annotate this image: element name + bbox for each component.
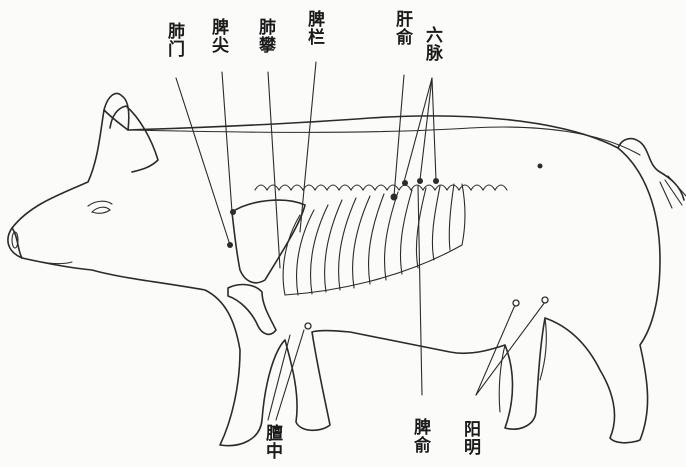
acupoint-liu-mai-2	[417, 178, 423, 184]
label-pi-lan: 脾栏	[304, 10, 324, 46]
acupoint-yang-ming-1	[513, 300, 519, 306]
label-tan-zhong: 膻中	[262, 424, 282, 460]
pig-tail-tuft	[660, 176, 686, 208]
acupoint-pi-jian	[230, 209, 236, 215]
acupoint-liu-mai-3	[433, 178, 439, 184]
acupoint-tan-zhong	[305, 323, 311, 329]
pig-body-outline	[8, 110, 660, 446]
label-fei-men: 肺门	[164, 22, 184, 58]
acupoint-yang-ming-2	[542, 297, 548, 303]
hind-leg-line	[499, 345, 505, 412]
vertebrae	[255, 185, 507, 190]
label-liu-mai: 六脉	[422, 26, 442, 62]
rib-cage	[283, 184, 465, 295]
spine-line	[128, 127, 640, 155]
label-yang-ming: 阳明	[460, 420, 480, 456]
leader-lines	[176, 62, 545, 420]
pig-ear-front	[110, 106, 158, 172]
pig-eyebrow	[88, 201, 112, 206]
acupoint-gan-shu	[391, 194, 398, 201]
pig-eye	[92, 207, 110, 213]
label-pi-shu: 脾俞	[410, 418, 430, 454]
scapula	[232, 200, 305, 283]
pig-tail	[618, 139, 684, 200]
acupoint-fei-men	[227, 242, 233, 248]
label-pi-jian: 脾尖	[208, 18, 228, 54]
body-dot	[538, 164, 543, 169]
label-fei-pan: 肺攀	[255, 18, 275, 54]
label-gan-shu: 肝俞	[392, 10, 412, 46]
acupoint-liu-mai-1	[402, 180, 408, 186]
